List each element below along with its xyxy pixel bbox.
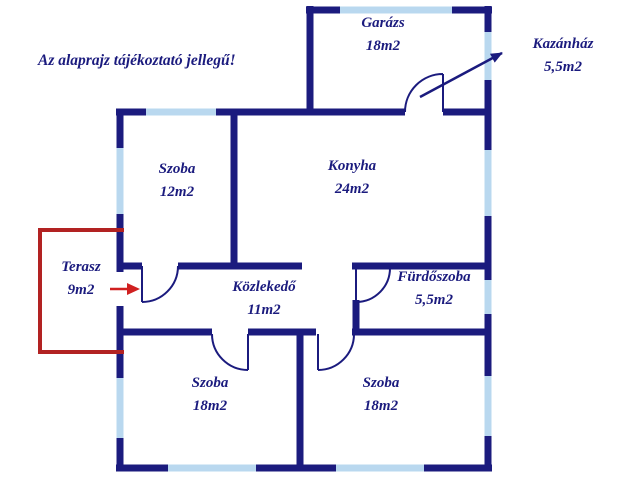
room-label-szoba-kis: Szoba 12m2: [159, 158, 196, 203]
room-area: 18m2: [365, 37, 401, 54]
szoba12-door-arc: [141, 265, 179, 303]
room-area: 12m2: [159, 183, 195, 200]
room-label-kazanhaz: Kazánház 5,5m2: [533, 33, 594, 78]
room-name: Közlekedő: [232, 279, 296, 295]
windows: [116, 6, 492, 472]
terrace-outline: [38, 228, 124, 354]
walls: [116, 6, 492, 472]
kazanhaz-arrow: [419, 51, 503, 99]
room-area: 5,5m2: [544, 58, 582, 75]
room-name: Fürdőszoba: [397, 269, 471, 285]
room-name: Szoba: [158, 161, 196, 177]
room-name: Konyha: [327, 158, 377, 174]
room-area: 18m2: [192, 397, 228, 414]
room-area: 24m2: [334, 180, 370, 197]
room-name: Terasz: [61, 259, 101, 275]
entrance-arrow: [110, 283, 140, 295]
szoba-br-door-arc: [317, 333, 355, 371]
garage-door-arc: [404, 73, 444, 113]
room-label-szoba-jobb: Szoba 18m2: [363, 372, 400, 417]
room-name: Szoba: [191, 375, 229, 391]
room-label-szoba-bal: Szoba 18m2: [192, 372, 229, 417]
door-arcs: [141, 73, 444, 371]
room-name: Kazánház: [532, 36, 594, 52]
room-label-kozlekedo: Közlekedő 11m2: [232, 276, 295, 321]
room-area: 9m2: [67, 281, 95, 298]
room-label-garazs: Garázs 18m2: [361, 12, 404, 57]
room-area: 5,5m2: [415, 291, 453, 308]
room-label-furdoszoba: Fürdőszoba 5,5m2: [397, 266, 470, 311]
room-label-konyha: Konyha 24m2: [328, 155, 376, 200]
disclaimer-text: Az alaprajz tájékoztató jellegű!: [38, 52, 236, 69]
room-name: Szoba: [362, 375, 400, 391]
szoba-bl-door-arc: [211, 333, 249, 371]
room-area: 18m2: [363, 397, 399, 414]
bathroom-door-arc: [355, 267, 391, 303]
room-name: Garázs: [361, 15, 405, 31]
room-area: 11m2: [247, 301, 281, 318]
room-label-terasz: Terasz 9m2: [61, 256, 100, 301]
